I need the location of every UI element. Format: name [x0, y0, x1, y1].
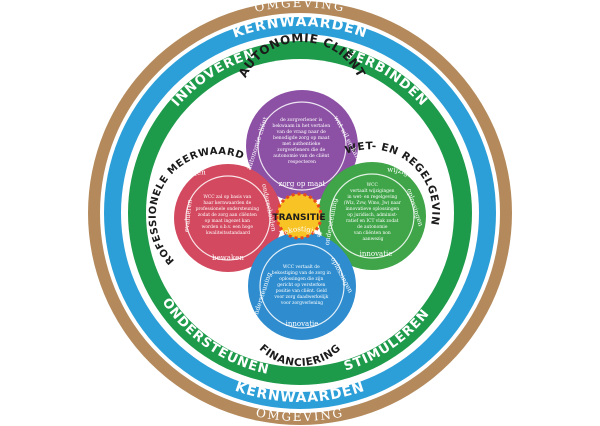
petal-autonomie-cycle: [257, 101, 347, 191]
petal-wetgeving-circle: [318, 162, 426, 270]
transitie-label: TRANSITIE: [272, 213, 325, 223]
petal-autonomie: [246, 90, 358, 202]
petal-autonomie-circle: [246, 90, 358, 202]
petal-financiering-cycle: [259, 243, 345, 329]
petal-wetgeving-body: WCC vertaalt wijzigingen in wet- en rege…: [344, 183, 403, 242]
transitie-gear: [277, 194, 321, 238]
petal-wetgeving-arc-bottom: innovatie: [360, 250, 393, 258]
petal-wetgeving: [318, 162, 426, 270]
petal-meerwaarde-arc-left: evalueren: [182, 199, 193, 232]
petal-financiering-arc-bottom: innovatie: [286, 320, 319, 328]
petal-meerwaarde-arc-bottom: bewaken: [212, 254, 244, 262]
petal-financiering-circle: [248, 232, 356, 340]
petal-financiering: [248, 232, 356, 340]
petal-autonomie-arc-bottom: zorg op maat: [279, 180, 326, 188]
outer-ring-top-label: OMGEVING: [253, 0, 346, 15]
petal-autonomie-body: de zorgverlener is bekwaam in het vertal…: [272, 117, 331, 165]
transitie-gear-teeth: [275, 192, 323, 240]
outer-ring-bottom-label: OMGEVING: [255, 405, 345, 424]
petal-meerwaarde: [174, 164, 282, 272]
petal-meerwaarde-cycle: [185, 175, 271, 261]
petal-meerwaarde-circle: [174, 164, 282, 272]
transitie-center: TRANSITIE: [272, 192, 326, 240]
petal-meerwaarde-body: WCC zal op basis van haar kernwaarden de…: [196, 195, 261, 236]
petal-financiering-body: WCC vertaalt de bekostiging van de zorg …: [272, 265, 332, 306]
petal-wetgeving-cycle: [329, 173, 415, 259]
